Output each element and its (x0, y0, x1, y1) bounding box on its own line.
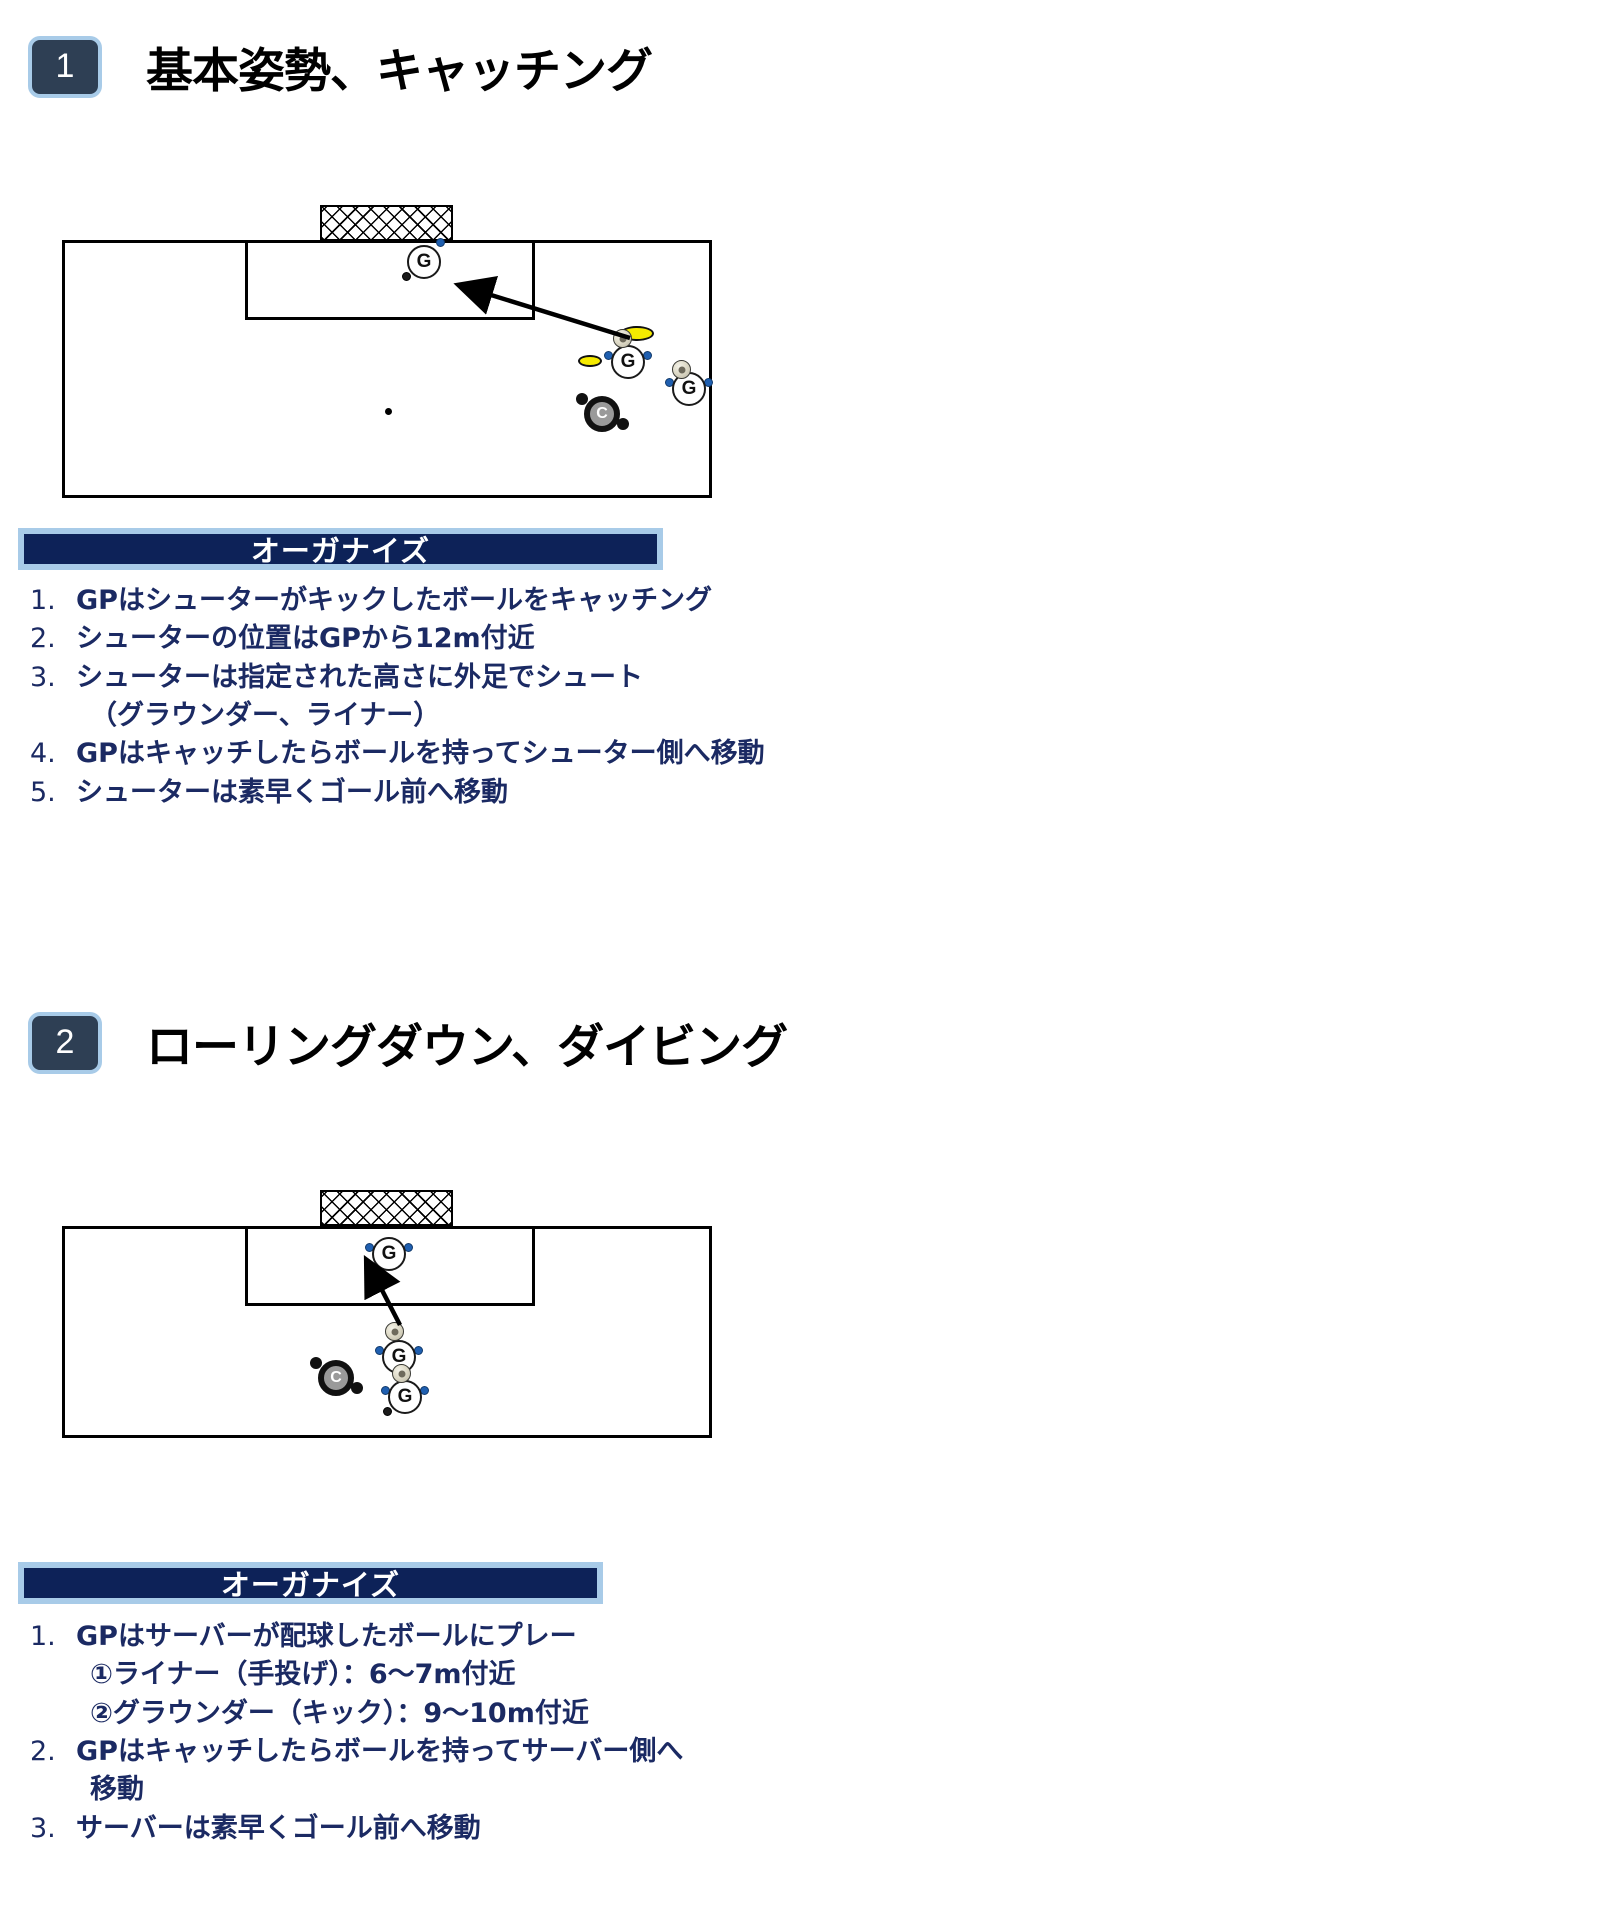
coach-label: C (318, 1360, 354, 1396)
coach-arm-icon (617, 418, 629, 430)
section-1-organize-banner: オーガナイズ (18, 528, 663, 570)
section-2-organize-list: 1. GPはサーバーが配球したボールにプレー ①ライナー（手投げ）：6〜7m付近… (22, 1618, 922, 1848)
soccer-ball-icon (385, 1322, 404, 1341)
list-item-number: 1. (30, 1621, 56, 1652)
section-2-organize-banner: オーガナイズ (18, 1562, 603, 1604)
section-2-field-diagram: G G G C (0, 960, 1600, 1480)
section-1-title: 基本姿勢、キャッチング (146, 44, 653, 99)
list-item-number: 1. (30, 585, 56, 616)
pitch-outline (62, 240, 712, 498)
shooter-label: G (611, 345, 645, 379)
goalkeeper-arm-icon (436, 238, 445, 247)
section-1-number-badge: 1 (28, 35, 102, 98)
coach-arm-icon (310, 1357, 322, 1369)
list-item: 1. GPはサーバーが配球したボールにプレー (22, 1618, 922, 1656)
penalty-area-outline (245, 240, 535, 320)
list-item: 5. シューターは素早くゴール前へ移動 (22, 774, 922, 812)
list-item-continuation: 移動 (90, 1774, 144, 1806)
list-item-text: シューターは指定された高さに外足でシュート (76, 661, 643, 693)
list-item: 2. シューターの位置はGPから12m付近 (22, 620, 922, 658)
list-item: 4. GPはキャッチしたらボールを持ってシューター側へ移動 (22, 735, 922, 773)
section-1-organize-list: 1. GPはシューターがキックしたボールをキャッチング 2. シューターの位置は… (22, 582, 922, 812)
soccer-ball-icon (672, 360, 691, 379)
coach-marker: C (576, 393, 629, 432)
list-item-text: サーバーは素早くゴール前へ移動 (76, 1812, 481, 1844)
list-item: 3. サーバーは素早くゴール前へ移動 (22, 1810, 922, 1848)
coach-arm-icon (351, 1382, 363, 1394)
list-item-continuation: ②グラウンダー（キック）：9〜10m付近 (90, 1697, 589, 1729)
server-label: G (388, 1380, 422, 1414)
list-item-number: 3. (30, 1812, 56, 1844)
server-marker: G (381, 1380, 429, 1416)
list-item: 1. GPはシューターがキックしたボールをキャッチング (22, 582, 922, 620)
goal-net-icon (320, 1190, 453, 1226)
list-item: 3. シューターは指定された高さに外足でシュート (22, 659, 922, 697)
section-1-field-diagram: G G G C (0, 0, 1600, 520)
list-item-continuation: （グラウンダー、ライナー） (90, 699, 441, 731)
goalkeeper-marker: G (402, 238, 445, 281)
section-2-number-badge: 2 (28, 1011, 102, 1074)
goal-net-icon (320, 205, 453, 241)
shooter-marker: G (604, 345, 652, 379)
soccer-ball-icon (613, 329, 632, 348)
list-item-number: 3. (30, 661, 56, 693)
coach-arm-icon (576, 393, 588, 405)
list-item-text: GPはキャッチしたらボールを持ってサーバー側へ (76, 1735, 684, 1767)
cone-icon (578, 355, 602, 367)
goalkeeper-arm-icon (402, 272, 411, 281)
list-item-text: シューターは素早くゴール前へ移動 (76, 776, 508, 808)
coach-marker: C (310, 1357, 363, 1396)
list-item-text: シューターの位置はGPから12m付近 (76, 623, 535, 655)
soccer-ball-icon (392, 1364, 411, 1383)
server-arm-icon (383, 1407, 392, 1416)
section-2-heading: 2 ローリングダウン、ダイビング (28, 1008, 788, 1077)
goalkeeper-marker: G (365, 1237, 413, 1271)
list-item-number: 4. (30, 738, 56, 770)
goalkeeper-label: G (372, 1237, 406, 1271)
list-item-number: 2. (30, 623, 56, 655)
list-item-continuation: ①ライナー（手投げ）：6〜7m付近 (90, 1659, 516, 1691)
penalty-spot-icon (385, 408, 392, 415)
section-2-title: ローリングダウン、ダイビング (146, 1020, 788, 1075)
list-item-text: GPはシューターがキックしたボールをキャッチング (76, 585, 712, 616)
coach-label: C (584, 396, 620, 432)
goalkeeper-label: G (407, 245, 441, 279)
list-item: 2. GPはキャッチしたらボールを持ってサーバー側へ (22, 1733, 922, 1771)
list-item-number: 2. (30, 1735, 56, 1767)
list-item-text: GPはサーバーが配球したボールにプレー (76, 1621, 577, 1652)
list-item-text: GPはキャッチしたらボールを持ってシューター側へ移動 (76, 738, 765, 770)
list-item-number: 5. (30, 776, 56, 808)
section-1-heading: 1 基本姿勢、キャッチング (28, 32, 653, 101)
